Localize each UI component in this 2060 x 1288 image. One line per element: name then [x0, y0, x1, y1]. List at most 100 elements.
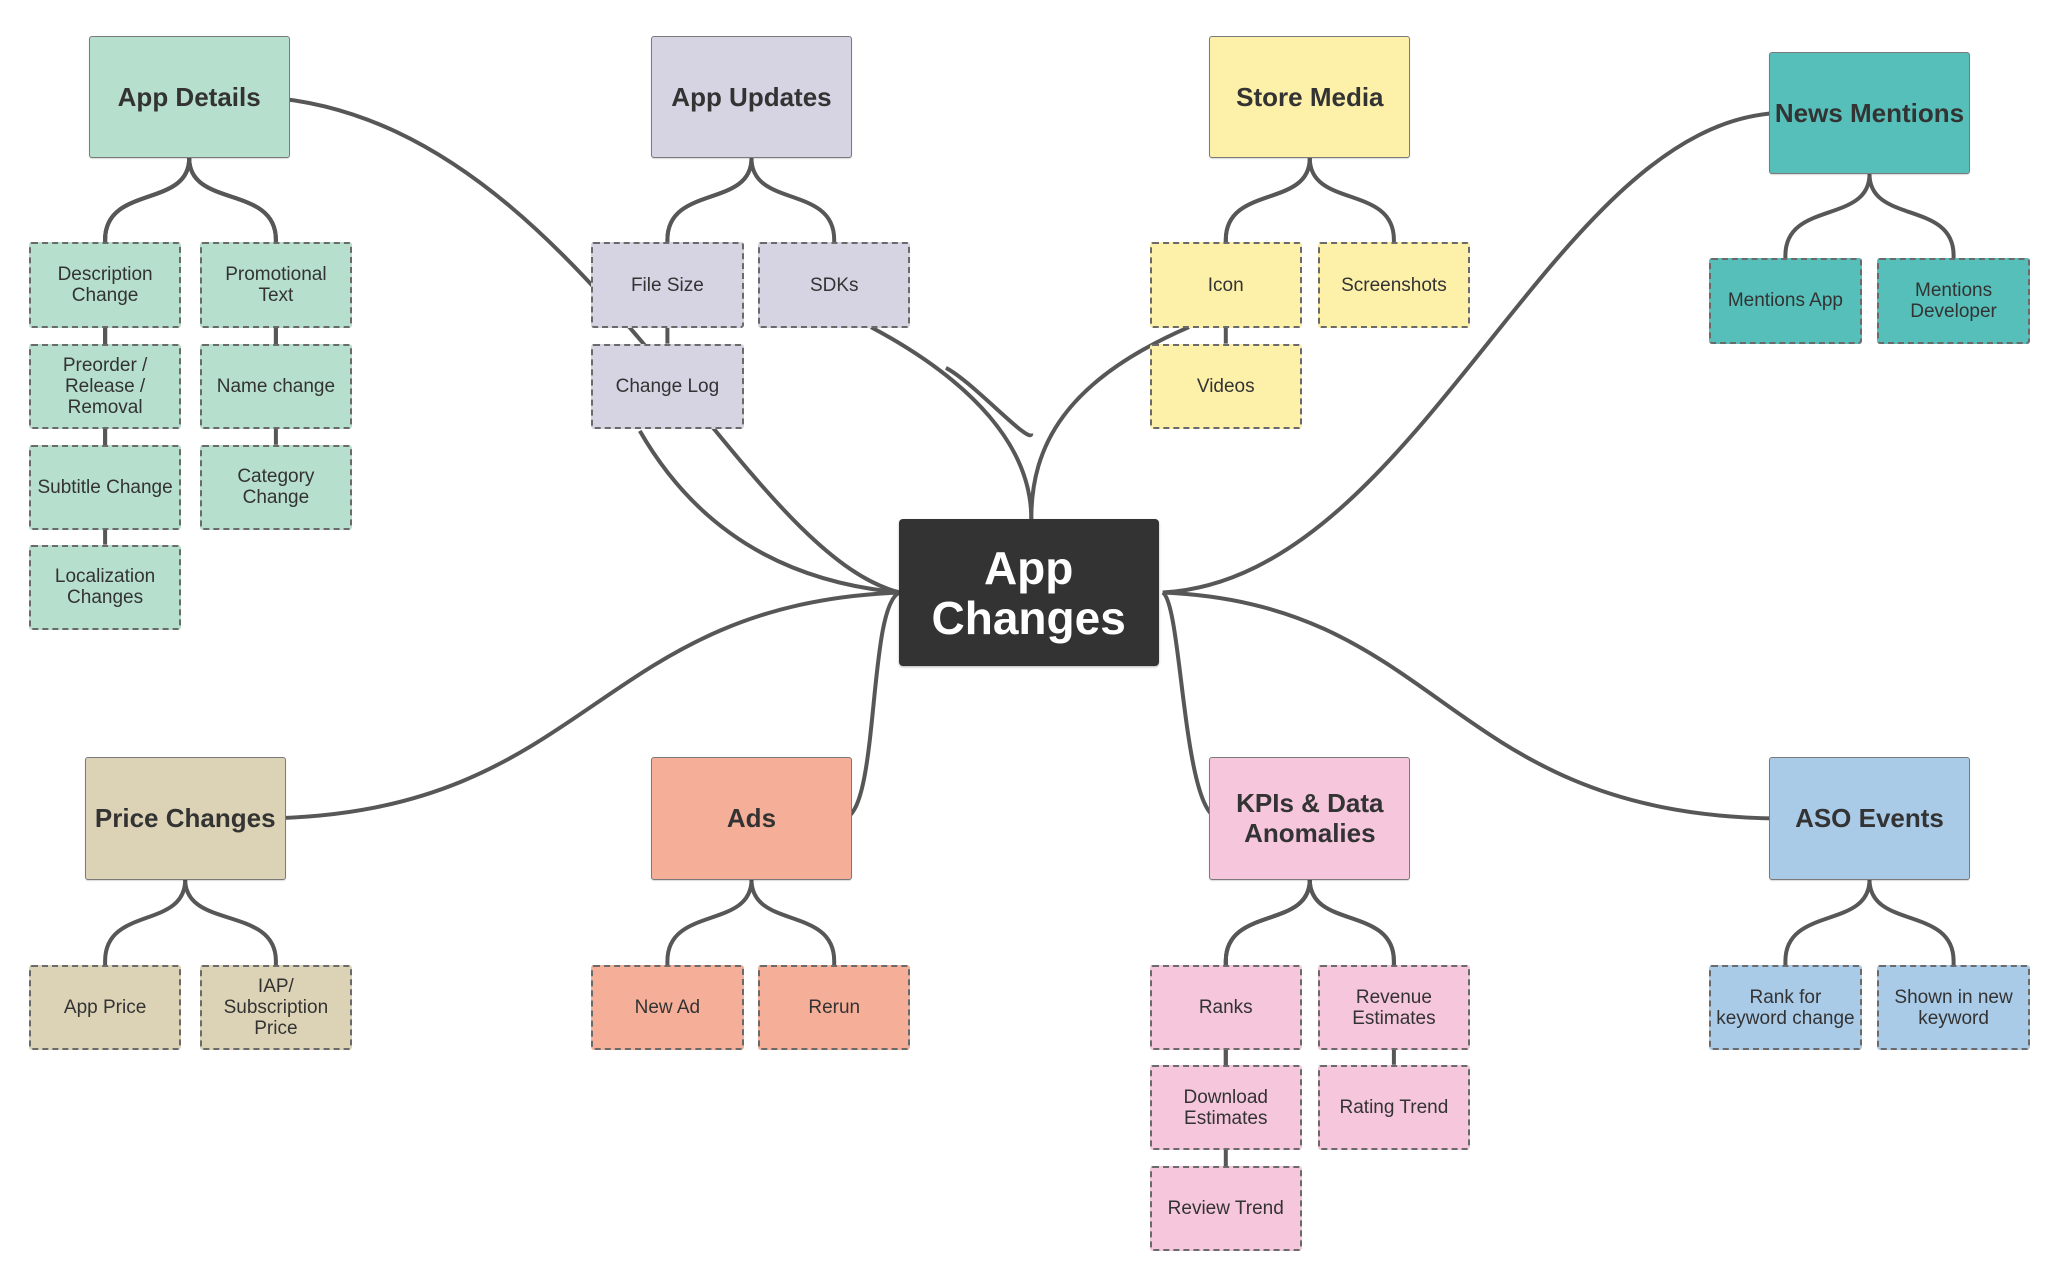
wire-app_details-leaf-6 [103, 158, 192, 545]
wire-ads [842, 590, 902, 821]
wire-store_media-leaf-2 [1223, 158, 1312, 344]
wire-ads-leaf-1 [749, 879, 837, 965]
category-store-media[interactable]: Store Media [1209, 36, 1411, 159]
leaf-price-changes-0-label: App Price [63, 997, 147, 1019]
leaf-kpis-0[interactable]: Ranks [1149, 964, 1302, 1051]
category-ads[interactable]: Ads [650, 757, 852, 880]
leaf-kpis-4-label: Review Trend [1167, 1198, 1284, 1220]
leaf-ads-1[interactable]: Rerun [758, 964, 911, 1051]
leaf-app-updates-1[interactable]: SDKs [758, 242, 911, 328]
leaf-store-media-1-label: Screenshots [1341, 274, 1447, 296]
leaf-kpis-3[interactable]: Rating Trend [1317, 1064, 1471, 1151]
leaf-news-mentions-0[interactable]: Mentions App [1709, 258, 1862, 344]
wire-price_changes [262, 590, 900, 821]
category-news-mentions[interactable]: News Mentions [1768, 51, 1970, 175]
leaf-app-details-0-label: Description Change [57, 264, 153, 307]
category-aso-events-label: ASO Events [1795, 803, 1944, 834]
category-app-updates-label: App Updates [671, 82, 832, 113]
leaf-app-details-3[interactable]: Name change [199, 343, 353, 429]
category-kpis[interactable]: KPIs & Data Anomalies [1209, 757, 1411, 880]
leaf-ads-1-label: Rerun [808, 997, 861, 1019]
wire-news_mentions [1162, 111, 1778, 595]
wire-aso_events-leaf-1 [1867, 879, 1956, 965]
leaf-app-updates-2-label: Change Log [615, 375, 720, 397]
wire-kpis-leaf-4 [1223, 879, 1312, 1166]
wire-store_media-leaf-0 [1223, 158, 1312, 243]
wire-aso_events [1162, 590, 1778, 821]
wire-app_updates-leaf-0 [665, 158, 754, 243]
category-app-updates[interactable]: App Updates [650, 36, 852, 159]
category-ads-label: Ads [726, 803, 777, 834]
wire-store_media-leaf-1 [1307, 158, 1396, 243]
leaf-price-changes-1[interactable]: IAP/ Subscription Price [199, 964, 353, 1051]
category-price-changes-label: Price Changes [94, 803, 276, 834]
wire-kpis [1161, 590, 1220, 821]
wire-aso_events-leaf-0 [1783, 879, 1872, 965]
wire-kpis-leaf-1 [1307, 879, 1396, 965]
wire-kpis-leaf-0 [1223, 879, 1312, 965]
leaf-app-details-2[interactable]: Preorder / Release / Removal [28, 343, 182, 429]
leaf-ads-0[interactable]: New Ad [591, 964, 744, 1051]
wire-app_details-leaf-0 [103, 158, 192, 243]
leaf-price-changes-0[interactable]: App Price [28, 964, 182, 1051]
leaf-app-details-4-label: Subtitle Change [37, 476, 173, 498]
wire-app-updates-sdks-1 [944, 366, 1034, 438]
leaf-store-media-0-label: Icon [1207, 274, 1244, 296]
wire-app-updates-sdks-0 [870, 325, 1034, 519]
leaf-aso-events-1[interactable]: Shown in new keyword [1877, 964, 2030, 1051]
category-kpis-label: KPIs & Data Anomalies [1236, 788, 1384, 849]
leaf-kpis-4[interactable]: Review Trend [1149, 1165, 1302, 1252]
leaf-app-details-1-label: Promotional Text [225, 264, 327, 307]
leaf-kpis-3-label: Rating Trend [1339, 1097, 1449, 1118]
leaf-kpis-2[interactable]: Download Estimates [1149, 1064, 1302, 1151]
leaf-price-changes-1-label: IAP/ Subscription Price [223, 976, 329, 1040]
leaf-app-details-0[interactable]: Description Change [28, 242, 182, 328]
leaf-news-mentions-1[interactable]: Mentions Developer [1877, 258, 2030, 344]
center-node-app-changes-label: App Changes [931, 541, 1126, 644]
wire-price_changes-leaf-1 [183, 879, 278, 965]
wire-app_updates-leaf-2 [665, 158, 754, 344]
leaf-aso-events-0[interactable]: Rank for keyword change [1709, 964, 1862, 1051]
leaf-app-details-5-label: Category Change [237, 466, 315, 509]
leaf-store-media-0[interactable]: Icon [1149, 242, 1302, 328]
wire-app_updates-leaf-1 [749, 158, 837, 243]
wire-news_mentions-leaf-1 [1867, 173, 1956, 259]
leaf-app-updates-0-label: File Size [630, 274, 704, 296]
leaf-app-details-2-label: Preorder / Release / Removal [62, 354, 148, 418]
category-price-changes[interactable]: Price Changes [84, 757, 286, 880]
center-node-app-changes[interactable]: App Changes [898, 518, 1159, 667]
leaf-app-details-6-label: Localization Changes [54, 566, 156, 609]
leaf-app-details-1[interactable]: Promotional Text [199, 242, 353, 328]
leaf-app-details-6[interactable]: Localization Changes [28, 544, 182, 630]
leaf-store-media-2[interactable]: Videos [1149, 343, 1302, 429]
leaf-news-mentions-1-label: Mentions Developer [1910, 279, 1997, 322]
wire-ads-leaf-0 [665, 879, 754, 965]
leaf-store-media-1[interactable]: Screenshots [1317, 242, 1471, 328]
leaf-app-updates-0[interactable]: File Size [591, 242, 744, 328]
leaf-app-details-5[interactable]: Category Change [199, 444, 353, 531]
leaf-kpis-1[interactable]: Revenue Estimates [1317, 964, 1471, 1051]
wire-app_updates [638, 429, 901, 595]
wire-kpis-leaf-3 [1307, 879, 1396, 1065]
leaf-ads-0-label: New Ad [634, 997, 701, 1019]
leaf-kpis-0-label: Ranks [1198, 997, 1253, 1019]
leaf-app-details-4[interactable]: Subtitle Change [28, 444, 182, 531]
category-store-media-label: Store Media [1236, 82, 1384, 113]
wire-app_details [265, 95, 901, 595]
wire-news_mentions-leaf-0 [1783, 173, 1872, 259]
leaf-app-updates-2[interactable]: Change Log [591, 343, 744, 429]
leaf-aso-events-0-label: Rank for keyword change [1716, 986, 1855, 1029]
category-app-details[interactable]: App Details [88, 36, 290, 159]
leaf-news-mentions-0-label: Mentions App [1727, 290, 1843, 312]
leaf-app-details-3-label: Name change [216, 375, 336, 397]
leaf-app-updates-1-label: SDKs [809, 274, 859, 296]
category-aso-events[interactable]: ASO Events [1768, 757, 1970, 880]
wire-app_details-leaf-1 [187, 158, 278, 243]
leaf-kpis-2-label: Download Estimates [1183, 1086, 1268, 1129]
leaf-store-media-2-label: Videos [1196, 375, 1255, 397]
leaf-kpis-1-label: Revenue Estimates [1352, 986, 1436, 1029]
wire-price_changes-leaf-0 [103, 879, 188, 965]
leaf-aso-events-1-label: Shown in new keyword [1894, 986, 2013, 1029]
